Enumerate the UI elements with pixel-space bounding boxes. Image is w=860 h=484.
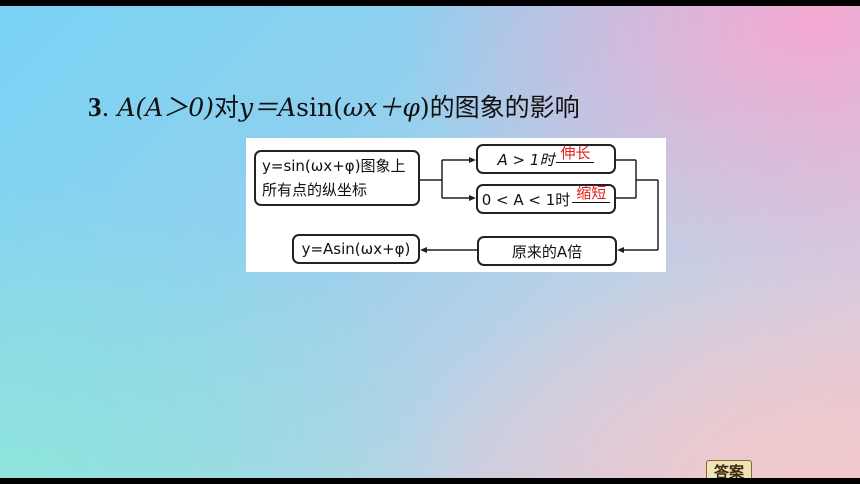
heading-separator: . [101,93,110,122]
condition-a-greater-one-box: A > 1时 伸长 [476,144,616,174]
heading-amplitude: A(A＞0) [117,93,214,122]
diagram-connectors [420,157,659,253]
heading-phase: ωx＋φ [342,93,420,122]
bottom-border [0,478,860,484]
heading-suffix: 的图象的影响 [429,93,580,122]
transformation-diagram: y=sin(ωx+φ)图象上 所有点的纵坐标 A > 1时 伸长 0 < A <… [246,138,666,272]
condition-a-between: 0 < A < 1时 [481,190,571,209]
multiplier-text: 原来的A倍 [511,242,583,261]
source-function-box: y=sin(ωx+φ)图象上 所有点的纵坐标 [254,150,420,206]
answer-shrink: 缩短 [572,184,611,203]
arrow-to-result [420,247,427,253]
arrow-to-mult [617,247,624,253]
condition-a-between-box: 0 < A < 1时 缩短 [476,184,616,214]
answer-stretch: 伸长 [556,144,595,163]
result-function: y=Asin(ωx+φ) [301,240,411,258]
heading-paren: ) [419,93,430,122]
heading-dui: 对 [213,93,239,122]
source-line-1: y=sin(ωx+φ)图象上 [262,157,406,175]
top-border [0,0,860,6]
heading-sin: sin( [296,93,343,122]
source-line-2: 所有点的纵坐标 [262,181,368,199]
arrow-to-down [469,195,476,201]
arrow-to-up [469,157,476,163]
multiplier-box: 原来的A倍 [477,236,617,266]
result-function-box: y=Asin(ωx+φ) [292,234,420,264]
condition-a-greater-one: A > 1时 [497,150,555,169]
heading-number: 3 [88,92,102,122]
heading-function-lhs: y＝A [238,93,297,122]
section-heading: 3. A(A＞0)对y＝Asin(ωx＋φ)的图象的影响 [88,88,580,124]
